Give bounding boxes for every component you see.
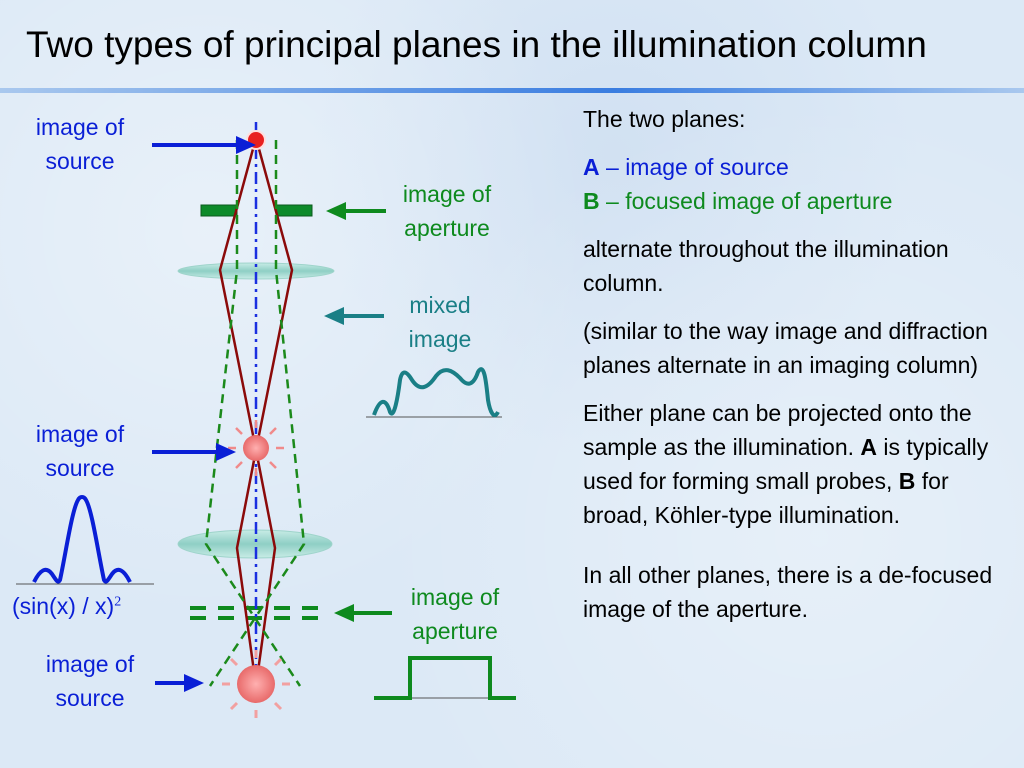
plane-a-text: – image of source [599, 154, 789, 180]
source-middle [228, 420, 284, 476]
plane-a-definition: A – image of source [583, 154, 789, 180]
similar-text: (similar to the way image and diffractio… [583, 318, 988, 378]
label-line: source [55, 685, 125, 711]
sinc-squared-label: (sin(x) / x)2 [12, 593, 121, 620]
plane-a-letter: A [583, 154, 600, 180]
sinc-exponent: 2 [114, 594, 122, 610]
either-part-3: for broad, Köhler-type illumination. [583, 468, 949, 528]
mixed-profile-curve [372, 367, 500, 418]
label-line: image of [35, 421, 125, 447]
arrow-source-bottom [155, 674, 204, 692]
arrow-source-mid [152, 443, 236, 461]
label-line: source [45, 455, 115, 481]
either-part-2: is typically used for forming small prob… [583, 434, 989, 494]
sinc-profile-curve [32, 495, 132, 584]
aperture-bar-right [275, 204, 313, 217]
plane-b-definition: B – focused image of aperture [583, 188, 892, 214]
arrow-aperture-top [326, 202, 386, 220]
either-b-letter: B [898, 468, 916, 494]
either-part-1: Either plane can be projected onto the s… [583, 400, 972, 460]
label-image-of-source-mid: image of source [18, 417, 142, 485]
label-line: image of [410, 584, 500, 610]
label-line: image of [402, 181, 492, 207]
other-planes-text: In all other planes, there is a de-focus… [583, 562, 993, 622]
either-a-letter: A [860, 434, 878, 460]
label-image-of-source-bottom: image of source [28, 647, 152, 715]
green-ray-right [208, 140, 306, 687]
arrow-source-top [152, 136, 256, 154]
page-title: Two types of principal planes in the ill… [26, 24, 927, 65]
sinc-base: (sin(x) / x) [12, 593, 115, 619]
either-text: Either plane can be projected onto the s… [583, 396, 1003, 532]
arrow-mixed [324, 307, 384, 325]
aperture-bar-left [200, 204, 238, 217]
label-image-of-aperture-top: image of aperture [385, 177, 509, 245]
label-line: image of [35, 114, 125, 140]
ray-right [254, 137, 294, 687]
source-bottom [222, 650, 290, 718]
explanation-text: The two planes: A – image of source B – … [583, 102, 1003, 640]
plane-definitions: A – image of source B – focused image of… [583, 150, 1003, 218]
label-line: aperture [412, 618, 498, 644]
green-ray-left [204, 140, 302, 687]
title-divider [0, 88, 1024, 93]
label-image-of-aperture-bottom: image of aperture [393, 580, 517, 648]
label-mixed-image: mixed image [385, 288, 495, 356]
label-line: image [408, 326, 472, 352]
intro-text: The two planes: [583, 106, 746, 132]
arrow-aperture-bottom [334, 604, 392, 622]
label-line: image of [45, 651, 135, 677]
plane-b-text: – focused image of aperture [599, 188, 893, 214]
label-image-of-source-top: image of source [18, 110, 142, 178]
aperture-profile-curve [374, 656, 516, 700]
alternate-text: alternate throughout the illumination co… [583, 236, 949, 296]
label-line: source [45, 148, 115, 174]
label-line: aperture [404, 215, 490, 241]
plane-b-letter: B [583, 188, 600, 214]
label-line: mixed [409, 292, 471, 318]
